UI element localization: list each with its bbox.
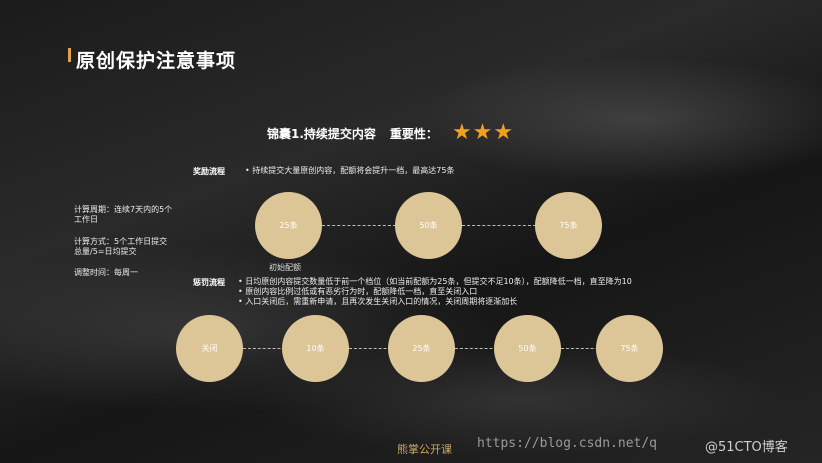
watermark-site: @51CTO博客: [705, 440, 788, 455]
reward-step-circle: 50条: [395, 192, 462, 259]
reward-bullet: • 持续提交大量原创内容，配额将会提升一档，最高达75条: [245, 166, 455, 175]
watermark-url: https://blog.csdn.net/q: [477, 436, 658, 451]
side-note-adjust-time: 调整时间：每周一: [74, 268, 138, 277]
reward-flow-label: 奖励流程: [193, 167, 225, 176]
side-note-method: 计算方式：5个工作日提交总量/5=日均提交: [74, 237, 168, 256]
penalty-step-circle: 50条: [494, 315, 561, 382]
penalty-step-circle: 25条: [388, 315, 455, 382]
penalty-step-circle: 关闭: [176, 315, 243, 382]
penalty-connector: [243, 348, 315, 349]
penalty-connector: [349, 348, 421, 349]
penalty-connector: [455, 348, 527, 349]
reward-connector: [322, 225, 396, 226]
initial-quota-caption: 初始配额: [269, 263, 301, 272]
tip-title: 锦囊1.持续提交内容: [267, 126, 376, 141]
penalty-bullet: • 日均原创内容提交数量低于前一个档位（如当前配额为25条，但提交不足10条），…: [238, 277, 632, 286]
importance-label: 重要性：: [389, 126, 438, 141]
title-accent-bar: [68, 48, 71, 62]
footer-logo: 熊掌公开课: [397, 443, 452, 456]
importance-stars-icon: ★★★: [451, 120, 515, 145]
reward-step-circle: 75条: [535, 192, 602, 259]
slide-title: 原创保护注意事项: [76, 50, 237, 72]
side-note-period: 计算周期：连续7天内的5个工作日: [74, 205, 173, 224]
tip-header: 锦囊1.持续提交内容 重要性： ★★★: [267, 122, 514, 144]
penalty-step-circle: 75条: [596, 315, 663, 382]
penalty-bullet: • 入口关闭后，需重新申请，且再次发生关闭入口的情况，关闭周期将逐渐加长: [238, 297, 518, 306]
penalty-bullet: • 原创内容比例过低或有恶劣行为时，配额降低一档，直至关闭入口: [238, 287, 478, 296]
penalty-step-circle: 10条: [282, 315, 349, 382]
reward-step-circle: 25条: [255, 192, 322, 259]
reward-connector: [462, 225, 536, 226]
penalty-flow-label: 惩罚流程: [193, 278, 225, 287]
